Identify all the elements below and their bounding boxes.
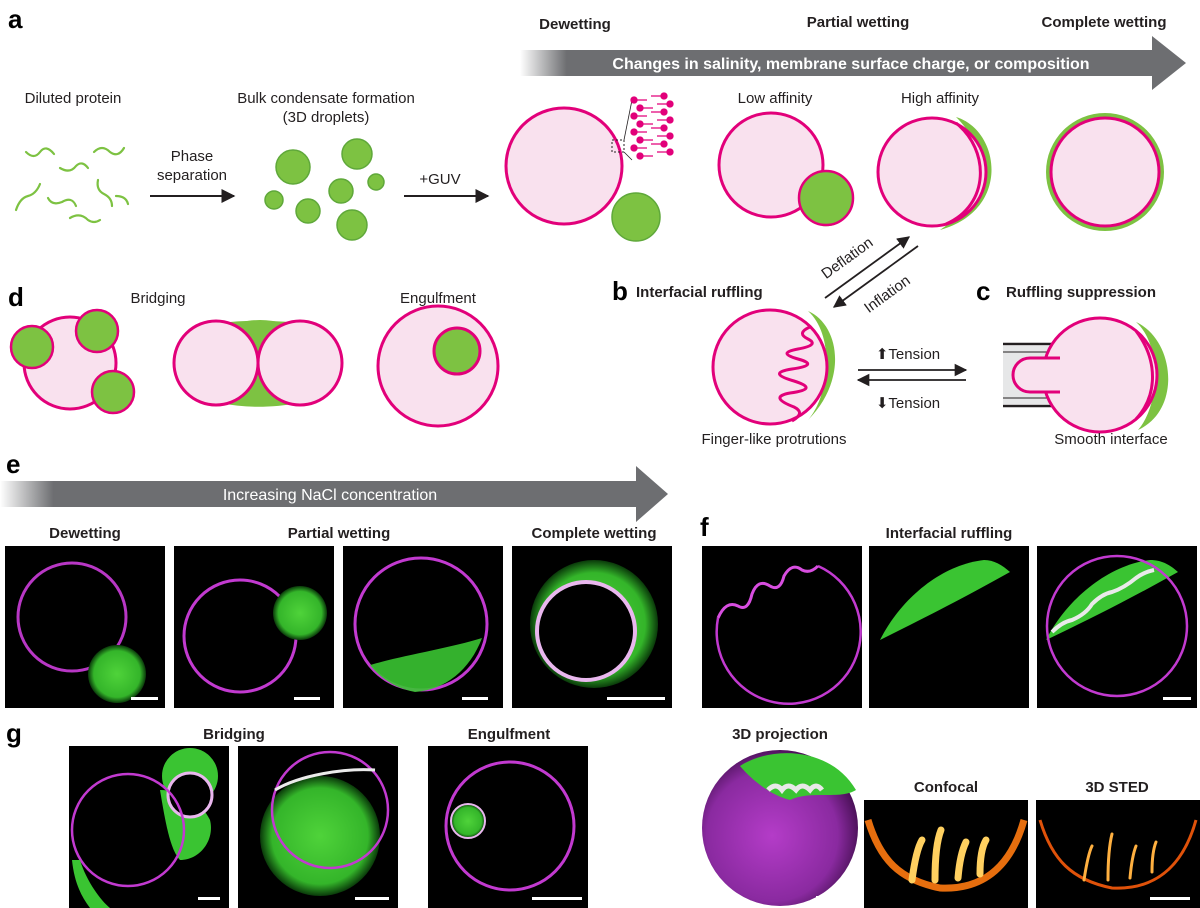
smooth-interface-caption: Smooth interface xyxy=(1054,431,1167,448)
wetting-transition-arrow: Changes in salinity, membrane surface ch… xyxy=(520,36,1186,90)
sted-heading: 3D STED xyxy=(1085,779,1149,796)
bulk-condensate-label-1: Bulk condensate formation xyxy=(237,90,415,107)
complete-wetting-schematic xyxy=(1046,113,1164,231)
micrograph-e-dewetting xyxy=(5,546,165,708)
bridging-schematic-1 xyxy=(9,308,136,415)
tension-arrows: ⬆Tension ⬇Tension xyxy=(856,346,968,412)
g-engulfment-heading: Engulfment xyxy=(468,726,551,743)
deflation-label: Deflation xyxy=(818,234,876,283)
micrograph-g-bridging-2 xyxy=(238,746,398,908)
e-dewetting-heading: Dewetting xyxy=(49,525,121,542)
panel-g-label: g xyxy=(6,718,22,748)
phase-label-1: Phase xyxy=(171,148,214,165)
bridging-label: Bridging xyxy=(130,290,185,307)
finger-like-caption: Finger-like protrutions xyxy=(701,431,846,448)
engulfment-label: Engulfment xyxy=(400,290,477,307)
panel-b-label: b xyxy=(612,276,628,306)
f-interfacial-ruffling-heading: Interfacial ruffling xyxy=(886,525,1013,542)
e-partial-wetting-heading: Partial wetting xyxy=(288,525,391,542)
droplets-illustration xyxy=(264,138,385,241)
tension-down-label: ⬇Tension xyxy=(876,395,940,412)
micrograph-f-membrane xyxy=(702,546,862,708)
diluted-protein-label: Diluted protein xyxy=(25,90,122,107)
plus-guv-label: +GUV xyxy=(419,171,460,188)
interfacial-ruffling-heading: Interfacial ruffling xyxy=(636,284,763,301)
high-affinity-label: High affinity xyxy=(901,90,980,107)
suppression-schematic xyxy=(1003,316,1169,434)
nacl-arrow-label: Increasing NaCl concentration xyxy=(223,487,437,504)
panel-e-label: e xyxy=(6,449,20,479)
micrograph-3d-projection xyxy=(700,746,860,908)
g-bridging-heading: Bridging xyxy=(203,726,265,743)
engulfment-schematic xyxy=(376,304,500,428)
protein-chains-illustration xyxy=(14,146,130,224)
panel-f-label: f xyxy=(700,512,709,542)
panel-d-label: d xyxy=(8,282,24,312)
micrograph-e-partial-1 xyxy=(174,546,334,708)
micrograph-3d-sted xyxy=(1036,800,1200,908)
micrograph-f-condensate xyxy=(869,546,1029,708)
ruffling-schematic xyxy=(711,308,836,426)
micrograph-g-engulfment xyxy=(428,746,588,908)
lipid-bilayer-icon xyxy=(630,92,674,160)
deflation-inflation-arrows: Deflation Inflation xyxy=(818,234,919,317)
low-affinity-schematic xyxy=(717,111,855,227)
phase-label-2: separation xyxy=(157,167,227,184)
high-affinity-schematic xyxy=(876,116,992,230)
ruffling-suppression-heading: Ruffling suppression xyxy=(1006,284,1156,301)
micrograph-f-merge xyxy=(1037,546,1197,708)
e-complete-wetting-heading: Complete wetting xyxy=(531,525,656,542)
panel-c-label: c xyxy=(976,276,990,306)
low-affinity-label: Low affinity xyxy=(738,90,813,107)
micrograph-e-complete xyxy=(512,546,672,708)
micrograph-confocal xyxy=(864,800,1028,908)
micrograph-g-bridging-1 xyxy=(69,746,229,908)
partial-wetting-heading: Partial wetting xyxy=(807,14,910,31)
complete-wetting-heading: Complete wetting xyxy=(1041,14,1166,31)
dewetting-schematic xyxy=(504,92,674,242)
bridging-schematic-2 xyxy=(172,319,344,407)
inflation-label: Inflation xyxy=(861,272,914,317)
projection-heading: 3D projection xyxy=(732,726,828,743)
tension-up-label: ⬆Tension xyxy=(876,346,940,363)
bulk-condensate-label-2: (3D droplets) xyxy=(283,109,370,126)
confocal-heading: Confocal xyxy=(914,779,978,796)
wetting-arrow-label: Changes in salinity, membrane surface ch… xyxy=(612,56,1089,73)
micrograph-e-partial-2 xyxy=(343,546,503,708)
nacl-arrow: Increasing NaCl concentration xyxy=(0,466,668,522)
panel-a-label: a xyxy=(8,4,23,34)
dewetting-heading: Dewetting xyxy=(539,16,611,33)
